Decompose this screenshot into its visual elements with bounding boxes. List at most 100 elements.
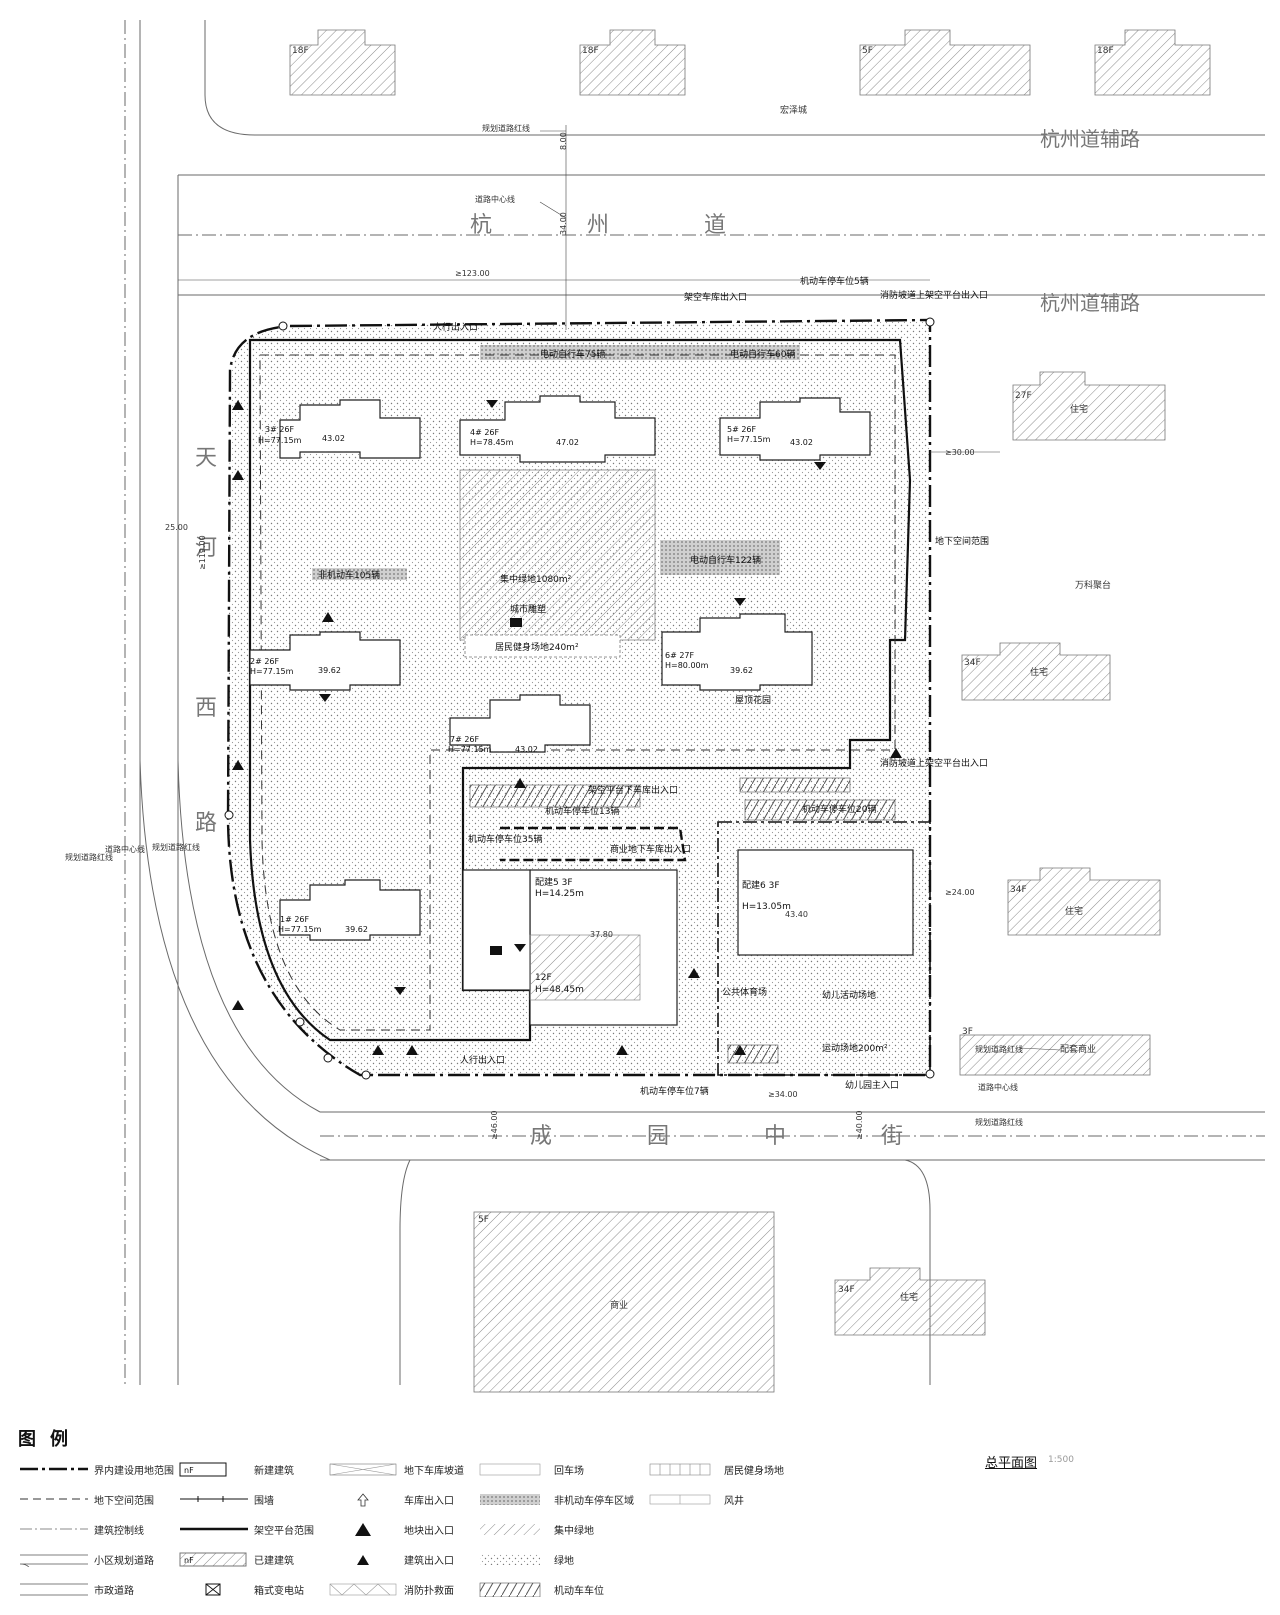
svg-text:机动车停车位7辆: 机动车停车位7辆 [640, 1085, 709, 1097]
garage-ramp-symbol [329, 1463, 397, 1476]
svg-text:电动自行车60辆: 电动自行车60辆 [730, 348, 795, 360]
fitness-symbol [649, 1463, 711, 1476]
svg-text:39.62: 39.62 [345, 925, 368, 934]
svg-text:路: 路 [195, 811, 217, 836]
legend-item-existing-building: nF 已建建筑 [178, 1548, 294, 1570]
legend-item-shaft: 风井 [648, 1488, 744, 1510]
svg-text:消防坡道上架空平台出入口: 消防坡道上架空平台出入口 [880, 289, 988, 301]
legend-item-estate-road: 小区规划道路 [18, 1548, 154, 1570]
legend-item-central-green: 集中绿地 [478, 1518, 594, 1540]
svg-text:34F: 34F [1010, 885, 1027, 895]
svg-text:H=80.00m: H=80.00m [665, 661, 709, 670]
legend-item-new-building: nF 新建建筑 [178, 1458, 294, 1480]
svg-text:配套商业: 配套商业 [1060, 1043, 1096, 1055]
legend-item-garage-entry: 车库出入口 [328, 1488, 454, 1510]
svg-text:5F: 5F [478, 1215, 489, 1225]
svg-text:H=77.15m: H=77.15m [258, 436, 302, 445]
svg-text:34.00: 34.00 [559, 212, 568, 235]
svg-text:电动自行车122辆: 电动自行车122辆 [690, 554, 761, 566]
svg-text:39.62: 39.62 [318, 666, 341, 675]
north-road-extension-label-2: 杭州道辅路 [1040, 291, 1140, 315]
svg-text:人行出入口: 人行出入口 [460, 1054, 505, 1066]
svg-text:H=77.15m: H=77.15m [448, 745, 492, 754]
substation-symbol [205, 1583, 221, 1596]
svg-text:H=14.25m: H=14.25m [535, 889, 584, 899]
svg-text:宏泽城: 宏泽城 [780, 104, 807, 116]
svg-text:6# 27F: 6# 27F [665, 651, 695, 660]
svg-text:43.02: 43.02 [322, 434, 345, 443]
svg-text:道路中心线: 道路中心线 [475, 194, 515, 204]
plot-entry-symbol [355, 1523, 371, 1536]
new-building-symbol: nF [179, 1462, 227, 1477]
building-entry-symbol [357, 1555, 369, 1565]
svg-text:H=78.45m: H=78.45m [470, 438, 514, 447]
elevated-platform-boundary [248, 338, 912, 1042]
municipal-road-symbol [20, 1583, 88, 1596]
svg-text:H=77.15m: H=77.15m [250, 667, 294, 676]
tower-labels: 3# 26F H=77.15m 43.02 4# 26F H=78.45m 47… [250, 425, 813, 934]
city-sculpture-icon [510, 618, 522, 627]
svg-text:3F: 3F [962, 1027, 973, 1037]
svg-text:住宅: 住宅 [1065, 905, 1083, 917]
svg-text:7# 26F: 7# 26F [450, 735, 480, 744]
svg-text:12F: 12F [535, 973, 552, 983]
bike-area-symbol [480, 1494, 540, 1505]
svg-text:消防坡道上架空平台出入口: 消防坡道上架空平台出入口 [880, 757, 988, 769]
svg-text:住宅: 住宅 [1030, 666, 1048, 678]
svg-text:37.80: 37.80 [590, 930, 613, 939]
svg-text:住宅: 住宅 [900, 1291, 918, 1303]
existing-buildings [289, 29, 1211, 1393]
west-road-name: 天 河 西 路 [195, 446, 217, 836]
plan-title: 总平面图 [985, 1456, 1038, 1471]
svg-text:43.02: 43.02 [515, 745, 538, 754]
svg-text:3# 26F: 3# 26F [265, 425, 295, 434]
plan-scale: 1:500 [1048, 1455, 1074, 1465]
svg-text:H=48.45m: H=48.45m [535, 985, 584, 995]
svg-text:≥119.00: ≥119.00 [198, 535, 207, 570]
control-line-symbol [20, 1528, 88, 1530]
fitness-area [464, 634, 621, 658]
svg-text:机动车停车位35辆: 机动车停车位35辆 [468, 833, 542, 845]
svg-text:河: 河 [195, 536, 217, 561]
legend-item-parking: 机动车车位 [478, 1578, 604, 1600]
svg-text:架空平台下车库出入口: 架空平台下车库出入口 [588, 784, 678, 796]
legend-item-plot-entry: 地块出入口 [328, 1518, 454, 1540]
svg-text:住宅: 住宅 [1070, 403, 1088, 415]
svg-text:集中绿地1080m²: 集中绿地1080m² [500, 573, 572, 585]
legend-title: 图例 [18, 1429, 82, 1450]
svg-text:幼儿活动场地: 幼儿活动场地 [822, 989, 876, 1001]
svg-text:4# 26F: 4# 26F [470, 428, 500, 437]
svg-text:≥40.00: ≥40.00 [855, 1110, 864, 1140]
svg-text:居民健身场地240m²: 居民健身场地240m² [495, 641, 579, 653]
svg-text:规划道路红线: 规划道路红线 [975, 1044, 1023, 1054]
svg-text:人行出入口: 人行出入口 [433, 321, 478, 333]
legend-item-fitness: 居民健身场地 [648, 1458, 784, 1480]
legend-item-substation: 箱式变电站 [178, 1578, 304, 1600]
svg-text:nF: nF [184, 1556, 194, 1565]
svg-text:西: 西 [195, 696, 217, 721]
svg-text:≥30.00: ≥30.00 [945, 448, 975, 457]
right-block-outline [717, 821, 931, 1076]
green-symbol [480, 1554, 540, 1565]
parking-bays [469, 777, 896, 1064]
svg-text:1# 26F: 1# 26F [280, 915, 310, 924]
svg-text:地下空间范围: 地下空间范围 [935, 535, 989, 547]
garage-ramp [500, 826, 687, 862]
svg-text:34F: 34F [964, 658, 981, 668]
fire-rescue-symbol [329, 1583, 397, 1596]
legend-item-site-boundary: 界内建设用地范围 [18, 1458, 174, 1480]
svg-text:规划道路红线: 规划道路红线 [65, 852, 113, 862]
elevated-garage-hatch [529, 934, 641, 1001]
svg-text:≥24.00: ≥24.00 [945, 888, 975, 897]
boundary-points [224, 317, 935, 1080]
underground-range [259, 354, 896, 1031]
legend-item-turnaround: 回车场 [478, 1458, 584, 1480]
legend: 界内建设用地范围 地下空间范围 建筑控制线 小区规划道路 市政道路 nF 新建建… [18, 1458, 878, 1608]
estate-road-symbol [19, 1554, 88, 1567]
svg-text:规划道路红线: 规划道路红线 [152, 842, 200, 852]
tower-footprints [249, 395, 871, 941]
svg-text:nF: nF [184, 1466, 194, 1475]
svg-text:18F: 18F [1097, 46, 1114, 56]
garage-entry-symbol [357, 1493, 369, 1507]
